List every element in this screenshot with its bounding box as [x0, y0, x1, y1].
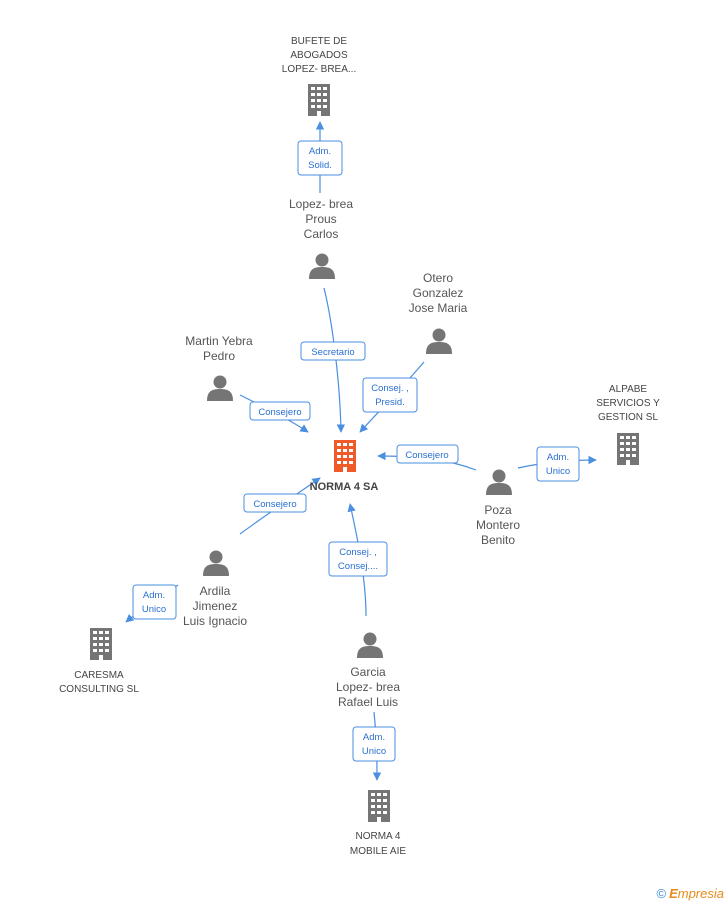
node-bufete[interactable]: BUFETE DE ABOGADOS LOPEZ- BREA...: [282, 36, 356, 116]
edge-label-consej-consej[interactable]: Consej. , Consej....: [328, 541, 388, 577]
svg-text:BUFETE DE: BUFETE DE: [291, 36, 347, 47]
node-alpabe[interactable]: ALPABE SERVICIOS Y GESTION SL: [596, 384, 660, 465]
svg-text:Benito: Benito: [481, 533, 515, 547]
svg-text:Garcia: Garcia: [350, 665, 386, 679]
svg-text:GESTION SL: GESTION SL: [598, 412, 658, 423]
svg-text:Consej....: Consej....: [338, 561, 378, 572]
svg-text:Lopez- brea: Lopez- brea: [289, 197, 353, 211]
svg-text:Jimenez: Jimenez: [193, 599, 238, 613]
svg-text:LOPEZ- BREA...: LOPEZ- BREA...: [282, 64, 356, 75]
edge-label-consejero-ardila[interactable]: Consejero: [243, 493, 307, 513]
svg-text:Consejero: Consejero: [253, 499, 296, 510]
person-icon: [207, 375, 233, 401]
svg-text:Luis Ignacio: Luis Ignacio: [183, 614, 247, 628]
edge-labels: Adm. Solid. Secretario Consej. , Presid.…: [132, 140, 580, 762]
svg-text:Rafael Luis: Rafael Luis: [338, 695, 398, 709]
brand-name: mpresia: [677, 886, 724, 901]
svg-text:Consejero: Consejero: [258, 407, 301, 418]
svg-text:Solid.: Solid.: [308, 160, 332, 171]
edge-label-consej-presid[interactable]: Consej. , Presid.: [362, 377, 418, 413]
edge-label-adm-unico-alpabe[interactable]: Adm. Unico: [536, 446, 580, 482]
svg-text:Otero: Otero: [423, 271, 453, 285]
copyright-icon: ©: [656, 886, 667, 901]
building-icon: [90, 628, 112, 660]
node-norma-mobile[interactable]: NORMA 4 MOBILE AIE: [350, 790, 406, 857]
svg-text:NORMA 4: NORMA 4: [355, 831, 400, 842]
building-icon: [368, 790, 390, 822]
svg-text:Presid.: Presid.: [375, 397, 405, 408]
svg-text:Pedro: Pedro: [203, 349, 235, 363]
node-ardila[interactable]: Ardila Jimenez Luis Ignacio: [183, 550, 247, 629]
svg-text:Martin Yebra: Martin Yebra: [185, 334, 253, 348]
svg-text:SERVICIOS Y: SERVICIOS Y: [596, 398, 660, 409]
edge-label-secretario[interactable]: Secretario: [300, 341, 366, 361]
svg-text:MOBILE AIE: MOBILE AIE: [350, 846, 406, 857]
svg-text:Montero: Montero: [476, 518, 520, 532]
person-icon: [486, 469, 512, 495]
person-icon: [203, 550, 229, 576]
building-icon-highlighted: [334, 440, 356, 472]
node-otero[interactable]: Otero Gonzalez Jose Maria: [409, 271, 468, 354]
svg-text:Unico: Unico: [362, 746, 386, 757]
node-caresma[interactable]: CARESMA CONSULTING SL: [59, 628, 139, 695]
svg-text:Carlos: Carlos: [304, 227, 339, 241]
edge-label-consejero-martin[interactable]: Consejero: [249, 401, 311, 421]
svg-text:Unico: Unico: [142, 604, 166, 615]
svg-text:Ardila: Ardila: [200, 584, 231, 598]
empresia-watermark: ©Empresia: [656, 886, 724, 901]
edge-label-adm-unico-caresma[interactable]: Adm. Unico: [132, 584, 177, 620]
brand-initial: E: [669, 886, 678, 901]
svg-text:Adm.: Adm.: [309, 146, 331, 157]
svg-text:Gonzalez: Gonzalez: [413, 286, 464, 300]
svg-text:Consej. ,: Consej. ,: [339, 547, 377, 558]
svg-text:Jose Maria: Jose Maria: [409, 301, 468, 315]
edge-label-consejero-poza[interactable]: Consejero: [396, 444, 459, 464]
svg-text:Secretario: Secretario: [311, 347, 354, 358]
svg-text:NORMA 4 SA: NORMA 4 SA: [310, 481, 379, 493]
node-center[interactable]: NORMA 4 SA: [310, 440, 379, 493]
node-lopez-brea[interactable]: Lopez- brea Prous Carlos: [289, 197, 353, 279]
edge-label-adm-unico-norma[interactable]: Adm. Unico: [352, 726, 396, 762]
svg-text:CARESMA: CARESMA: [74, 670, 124, 681]
node-poza[interactable]: Poza Montero Benito: [476, 469, 520, 548]
svg-text:Adm.: Adm.: [547, 452, 569, 463]
person-icon: [426, 328, 452, 354]
node-martin[interactable]: Martin Yebra Pedro: [185, 334, 253, 401]
svg-text:Adm.: Adm.: [143, 590, 165, 601]
svg-text:Consej. ,: Consej. ,: [371, 383, 409, 394]
svg-text:Poza: Poza: [484, 503, 512, 517]
edge-label-adm-solid[interactable]: Adm. Solid.: [297, 140, 343, 176]
building-icon: [308, 84, 330, 116]
building-icon: [617, 433, 639, 465]
svg-text:Unico: Unico: [546, 466, 570, 477]
svg-text:Prous: Prous: [305, 212, 336, 226]
node-garcia[interactable]: Garcia Lopez- brea Rafael Luis: [336, 632, 400, 710]
person-icon: [357, 632, 383, 658]
svg-text:Adm.: Adm.: [363, 732, 385, 743]
svg-text:CONSULTING SL: CONSULTING SL: [59, 684, 139, 695]
svg-text:Lopez- brea: Lopez- brea: [336, 680, 400, 694]
svg-text:ALPABE: ALPABE: [609, 384, 647, 395]
svg-text:Consejero: Consejero: [405, 450, 448, 461]
svg-text:ABOGADOS: ABOGADOS: [290, 50, 348, 61]
person-icon: [309, 253, 335, 279]
